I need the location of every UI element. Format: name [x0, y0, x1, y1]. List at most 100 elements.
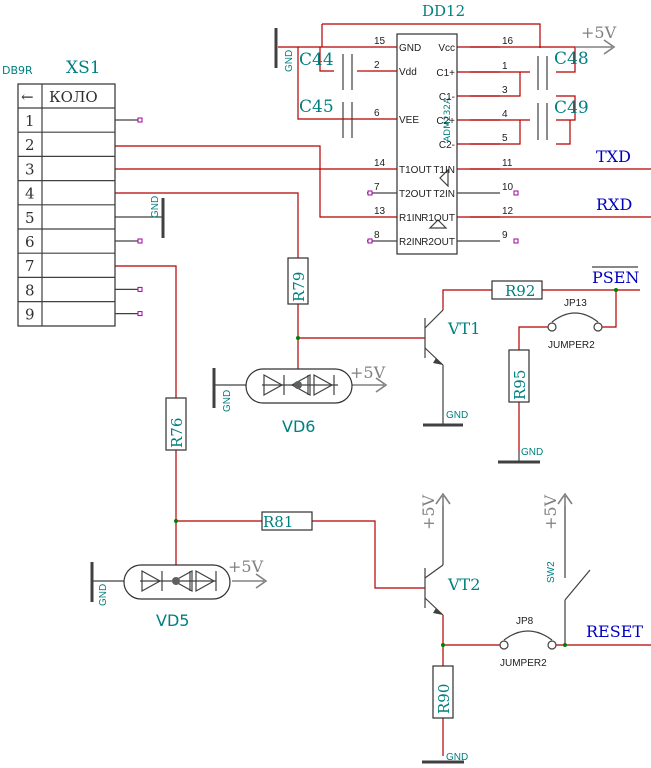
resistor-r79-label: R79	[290, 272, 308, 302]
ground-vt1-label: GND	[446, 410, 468, 421]
connector-pin-4: 4	[18, 180, 115, 203]
ground-symbols: GND GND GND GND GND GND GND	[90, 28, 543, 764]
power-symbols: +5V +5V +5V +5V +5V	[228, 23, 617, 589]
ic-pin-number: 10	[502, 182, 514, 193]
ic-pin-name: T2OUT	[399, 189, 432, 200]
connector-pin-number: 1	[25, 112, 35, 130]
ic-pin-name: R1OUT	[421, 213, 455, 224]
ground-ic-label: GND	[284, 50, 295, 72]
ic-pin-name: R2IN	[399, 237, 422, 248]
ic-pin-number: 6	[374, 108, 380, 119]
ic-pin-number: 12	[502, 206, 514, 217]
ic-pin-number: 15	[374, 36, 386, 47]
ic-pin-name: C1+	[436, 68, 455, 79]
ic-pin-number: 3	[502, 85, 508, 96]
connector-pin-number: 5	[25, 209, 35, 227]
ic-pin-number: 11	[502, 158, 513, 169]
ic-pin-name: C1-	[439, 92, 455, 103]
capacitor-c49-label: C49	[554, 98, 589, 118]
capacitor-c48-label: C48	[554, 49, 589, 69]
ic-right-pins: 16Vcc1C1+3C1-4C2+5C2-11T1IN10T2IN12R1OUT…	[421, 36, 519, 248]
net-labels: TXD RXD PSEN RESET	[586, 147, 643, 641]
ic-pin-name: T2IN	[433, 189, 455, 200]
ic-pin-right: 4C2+	[436, 109, 508, 127]
connector-pin-number: 9	[25, 306, 35, 324]
power-vt2-label: +5V	[419, 494, 438, 530]
net-label-rxd: RXD	[596, 195, 632, 214]
connector-pin-number: 2	[25, 136, 35, 154]
ic-pin-number: 14	[374, 158, 386, 169]
ic-pin-number: 4	[502, 109, 508, 120]
switch-sw2-label: SW2	[546, 561, 557, 583]
ic-pin-name: C2-	[439, 140, 455, 151]
power-vd5-label: +5V	[228, 557, 264, 576]
ground-r90-label: GND	[446, 752, 468, 763]
ic-pin-number: 13	[374, 206, 386, 217]
resistor-r76: R76	[165, 397, 187, 451]
ic-pin-number: 2	[374, 60, 380, 71]
diode-vd5: VD5	[92, 564, 231, 630]
ic-pin-name: Vdd	[399, 67, 417, 78]
ic-pin-name: T1OUT	[399, 165, 432, 176]
connector-pin-number: 4	[25, 185, 35, 203]
ic-pin-number: 9	[502, 230, 508, 241]
diode-vd6: VD6	[214, 368, 353, 436]
jumper-jp8: JP8 JUMPER2	[499, 616, 557, 669]
jumper-jp13-ref: JP13	[564, 298, 587, 309]
resistor-r92: R92	[491, 280, 543, 300]
junction-dots	[174, 288, 618, 647]
ic-pin-number: 7	[374, 182, 380, 193]
ic-pin-number: 8	[374, 230, 380, 241]
capacitor-c44: C44	[299, 50, 353, 90]
ic-pin-name: Vcc	[438, 43, 455, 54]
jumper-jp13: JP13 JUMPER2	[547, 298, 603, 351]
connector-pin-number: 3	[25, 160, 35, 178]
connector-header-arrow: ←	[21, 88, 34, 106]
ic-pin-right: 1C1+	[436, 61, 508, 79]
connector-pin-2: 2	[18, 131, 115, 154]
connector-pin-8: 8	[18, 276, 143, 299]
resistor-r81: R81	[261, 511, 313, 531]
ic-ref: DD12	[422, 2, 465, 20]
ic-pin-number: 1	[502, 61, 508, 72]
ic-pin-name: VEE	[399, 115, 419, 126]
connector-pin-3: 3	[18, 155, 115, 178]
transistor-vt1-label: VT1	[447, 319, 480, 338]
jumper-jp13-type: JUMPER2	[548, 340, 595, 351]
connector-header-label: КОЛО	[49, 88, 98, 106]
ic-pin-right: 5C2-	[439, 133, 508, 151]
ic-pin-number: 5	[502, 133, 508, 144]
connector-pin-number: 8	[25, 281, 35, 299]
resistor-r95-label: R95	[511, 370, 529, 400]
ground-r95-label: GND	[521, 447, 543, 458]
net-label-reset: RESET	[586, 622, 643, 641]
wires	[115, 23, 651, 756]
resistor-r90: R90	[432, 665, 454, 719]
ic-pin-right: 3C1-	[439, 85, 508, 103]
resistor-r92-label: R92	[505, 282, 535, 300]
resistor-r95: R95	[508, 349, 530, 403]
connector-type-label: DB9R	[2, 64, 33, 77]
transistor-vt2-label: VT2	[447, 575, 480, 594]
power-sw2-label: +5V	[541, 494, 560, 530]
ground-vd5-label: GND	[98, 584, 109, 606]
power-ic-label: +5V	[581, 23, 617, 42]
ic-part: ADM232A	[443, 97, 453, 142]
ground-xs1-label: GND	[150, 196, 161, 218]
ic-dd12: DD12 ADM232A 15GND2Vdd6VEE14T1OUT7T2OUT1…	[367, 2, 519, 255]
ic-pin-name: T1IN	[433, 165, 455, 176]
capacitor-c48: C48	[537, 49, 589, 90]
